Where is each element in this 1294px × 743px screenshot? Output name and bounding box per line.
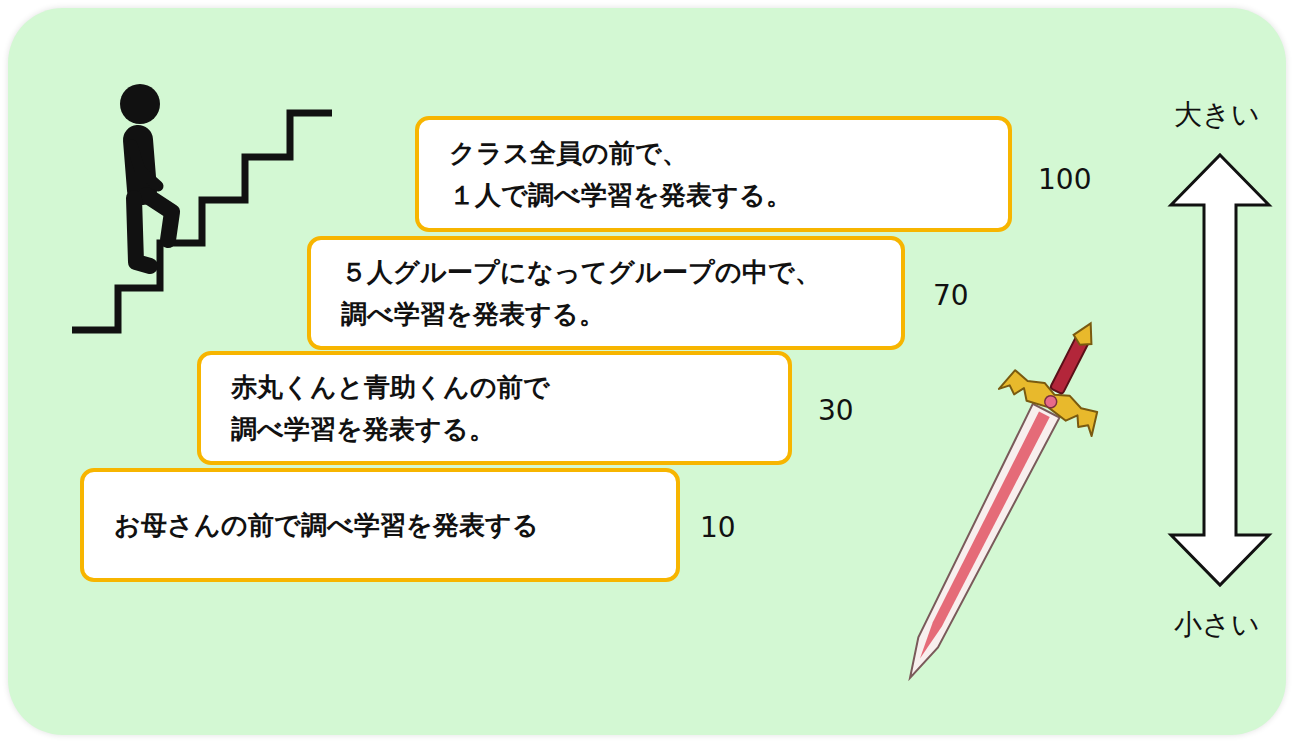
scale-label: 小さい bbox=[1174, 608, 1260, 642]
level-number: 10 bbox=[700, 511, 736, 545]
stairs bbox=[72, 113, 332, 330]
step-box: クラス全員の前で、 １人で調べ学習を発表する。 bbox=[415, 116, 1012, 232]
level-number: 100 bbox=[1038, 163, 1091, 197]
person-icon bbox=[120, 84, 172, 266]
step-box: お母さんの前で調べ学習を発表する bbox=[80, 468, 680, 582]
level-number: 70 bbox=[933, 279, 969, 313]
step-box: ５人グループになってグループの中で、 調べ学習を発表する。 bbox=[307, 236, 905, 350]
level-number: 30 bbox=[818, 394, 854, 428]
step-text: クラス全員の前で、 １人で調べ学習を発表する。 bbox=[449, 132, 988, 216]
scale-label: 大きい bbox=[1174, 98, 1260, 132]
scale-arrow bbox=[1171, 155, 1269, 585]
step-box: 赤丸くんと青助くんの前で 調べ学習を発表する。 bbox=[197, 351, 792, 465]
sword bbox=[864, 300, 1137, 702]
step-text: お母さんの前で調べ学習を発表する bbox=[114, 504, 539, 546]
step-text: ５人グループになってグループの中で、 調べ学習を発表する。 bbox=[341, 251, 881, 335]
step-text: 赤丸くんと青助くんの前で 調べ学習を発表する。 bbox=[231, 366, 768, 450]
